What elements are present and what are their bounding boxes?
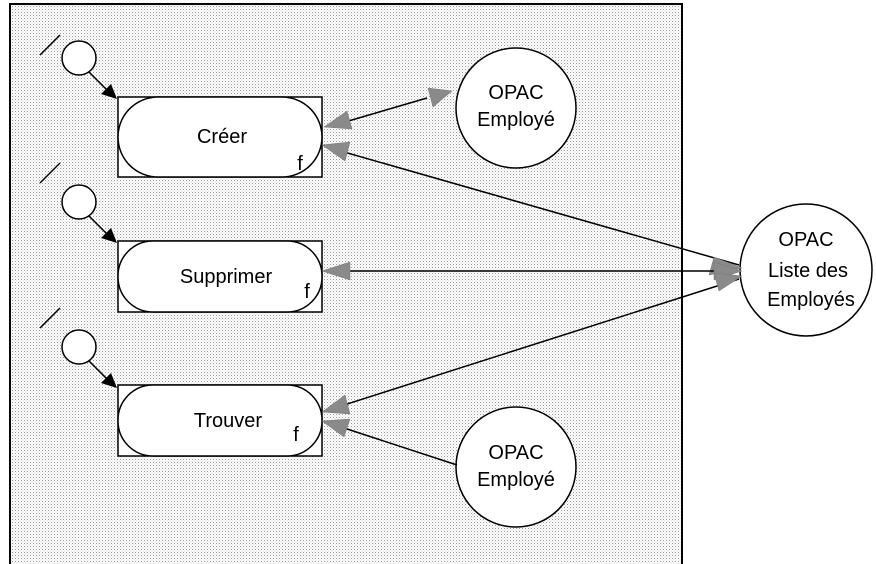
connector-creer-employe bbox=[323, 87, 453, 130]
operation-label: Supprimer bbox=[180, 266, 273, 288]
operation-trouver: Trouver f bbox=[117, 384, 323, 457]
object-opac-liste-des-employes: OPAC Liste des Employés bbox=[739, 203, 873, 337]
object-label-line3: Employés bbox=[767, 289, 855, 311]
connector-trouver-liste bbox=[321, 272, 743, 415]
object-opac-employe-bottom: OPAC Employé bbox=[455, 406, 577, 528]
connector-trouver-employe bbox=[321, 418, 458, 466]
object-label-line1: OPAC bbox=[488, 82, 543, 104]
object-label-line1: OPAC bbox=[778, 229, 833, 251]
object-label-line2: Liste des bbox=[768, 260, 848, 282]
object-label-line2: Employé bbox=[477, 109, 555, 131]
operation-marker: f bbox=[293, 424, 299, 446]
event-icon-supprimer bbox=[39, 162, 117, 243]
operation-label: Trouver bbox=[194, 410, 263, 432]
object-label-line2: Employé bbox=[477, 469, 555, 491]
operation-marker: f bbox=[297, 153, 303, 175]
operation-creer: Créer f bbox=[117, 96, 323, 178]
operation-supprimer: Supprimer f bbox=[117, 240, 323, 313]
event-icon-creer bbox=[39, 34, 117, 99]
operation-label: Créer bbox=[197, 126, 247, 148]
object-opac-employe-top: OPAC Employé bbox=[455, 47, 577, 169]
object-label-line1: OPAC bbox=[488, 442, 543, 464]
operation-marker: f bbox=[304, 281, 310, 303]
event-icon-trouver bbox=[39, 307, 117, 388]
